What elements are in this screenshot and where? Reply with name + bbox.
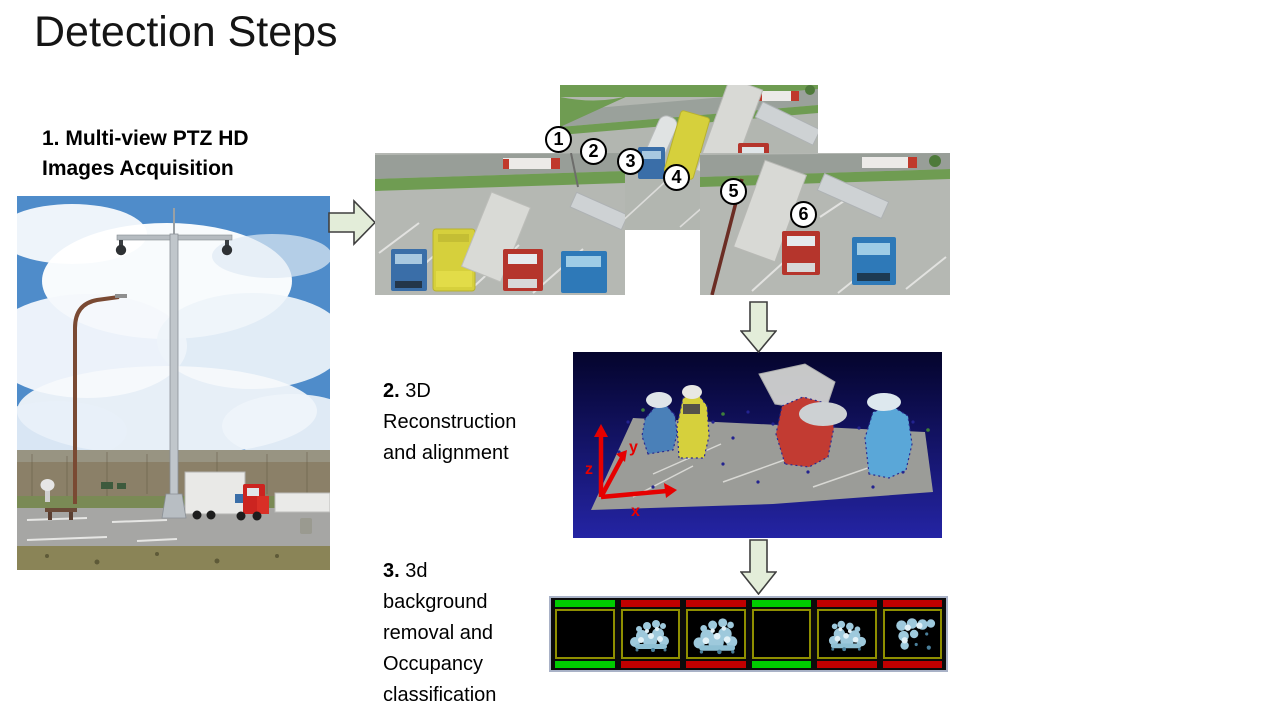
- step-3-label: 3. 3d background removal and Occupancy c…: [383, 556, 535, 711]
- view-number-badge-4: 4: [663, 164, 690, 191]
- occupancy-status-bar: [751, 600, 811, 607]
- view-number-6: 6: [798, 204, 809, 224]
- occupancy-status-bar: [555, 600, 615, 607]
- occupancy-status-bar: [686, 600, 746, 607]
- occupancy-box: [817, 609, 877, 659]
- point-cloud-icon: [630, 620, 670, 652]
- step-1-text: Multi-view PTZ HD Images Acquisition: [42, 127, 249, 180]
- axis-x-label: x: [631, 503, 640, 520]
- view-number-2: 2: [588, 141, 599, 161]
- occupancy-box: [882, 609, 942, 659]
- ptz-camera-icon: [115, 240, 233, 256]
- step-3-text: 3d background removal and Occupancy clas…: [383, 560, 497, 706]
- step-2-text: 3D Reconstruction and alignment: [383, 380, 517, 464]
- occupancy-cell-5: [816, 600, 878, 668]
- occupancy-strip: [549, 596, 948, 672]
- step-2-number: 2.: [383, 380, 400, 402]
- occupancy-status-bar: [620, 600, 680, 607]
- occupancy-box: [620, 609, 680, 659]
- point-cloud-scene: z y x: [585, 363, 933, 520]
- arrow-down-icon-2: [740, 539, 777, 595]
- slide-title: Detection Steps: [34, 8, 338, 56]
- view-number-badge-3: 3: [617, 148, 644, 175]
- occupancy-cell-4: [751, 600, 813, 668]
- arrow-right-icon: [328, 199, 376, 246]
- step-1-label: 1. Multi-view PTZ HD Images Acquisition: [42, 124, 292, 184]
- occupancy-status-bar: [882, 661, 942, 668]
- view-number-badge-6: 6: [790, 201, 817, 228]
- occupancy-status-bar: [817, 600, 877, 607]
- coordinate-axes-icon: [594, 424, 677, 500]
- occupancy-cell-3: [685, 600, 747, 668]
- occupancy-cell-1: [554, 600, 616, 668]
- point-cloud-icon: [693, 618, 738, 655]
- point-cloud-icon: [896, 618, 936, 650]
- view-number-4: 4: [671, 167, 682, 187]
- view-number-badge-5: 5: [720, 178, 747, 205]
- occupancy-box: [555, 609, 615, 659]
- occupancy-box: [686, 609, 746, 659]
- occupancy-status-bar: [751, 661, 811, 668]
- view-number-badge-1: 1: [545, 126, 572, 153]
- occupancy-box: [751, 609, 811, 659]
- occupancy-status-bar: [686, 661, 746, 668]
- reconstruction-view: z y x: [573, 352, 942, 538]
- step-3-number: 3.: [383, 560, 400, 582]
- view-number-3: 3: [625, 151, 636, 171]
- view-number-5: 5: [728, 181, 739, 201]
- point-cloud-icon: [828, 620, 866, 652]
- occupancy-status-bar: [817, 661, 877, 668]
- axis-y-label: y: [629, 439, 638, 456]
- axis-z-label: z: [585, 461, 593, 478]
- occupancy-status-bar: [620, 661, 680, 668]
- camera-view-left: [375, 152, 629, 300]
- occupancy-cell-2: [620, 600, 682, 668]
- occupancy-status-bar: [882, 600, 942, 607]
- view-number-1: 1: [553, 129, 564, 149]
- occupancy-status-bar: [555, 661, 615, 668]
- camera-pole-photo: [0, 196, 362, 570]
- camera-pole-photo-image: [0, 196, 362, 570]
- occupancy-cell-6: [882, 600, 944, 668]
- arrow-down-icon-1: [740, 301, 777, 353]
- step-1-number: 1.: [42, 127, 60, 150]
- step-2-label: 2. 3D Reconstruction and alignment: [383, 376, 555, 469]
- camera-view-right: [700, 153, 950, 300]
- view-number-badge-2: 2: [580, 138, 607, 165]
